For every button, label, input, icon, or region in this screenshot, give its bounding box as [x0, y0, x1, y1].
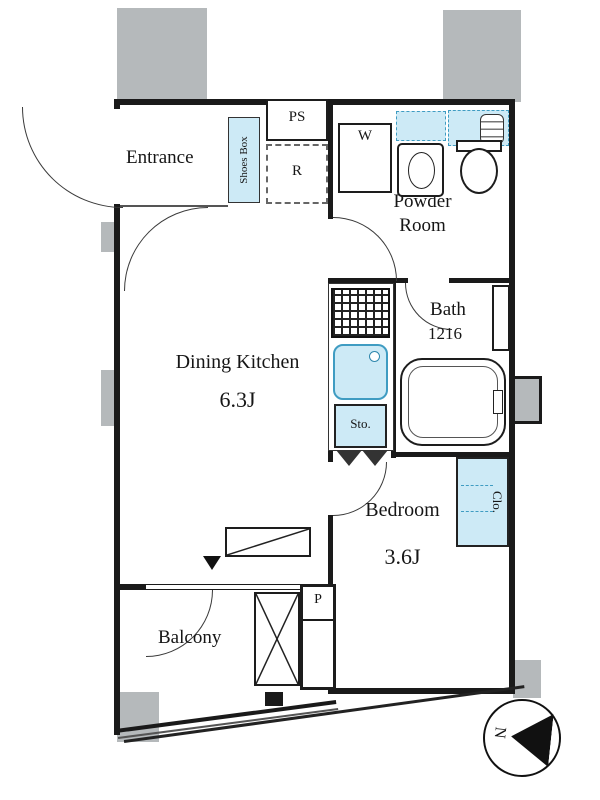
closet-dash-line	[460, 484, 494, 486]
closet-box: Clo.	[456, 457, 509, 547]
washer-label: W	[357, 128, 373, 144]
north-compass-inner: N	[481, 697, 562, 778]
refrigerator-label: R	[291, 163, 302, 179]
bathtub	[400, 358, 506, 446]
wall	[391, 452, 515, 457]
column	[101, 222, 116, 252]
dining-counter-line	[227, 529, 309, 555]
vanity-basin-icon	[408, 152, 435, 189]
pipe-space-divider	[303, 619, 333, 621]
kitchen-sink	[333, 344, 388, 400]
building-edge-line	[123, 685, 525, 743]
entrance-step-line	[120, 205, 228, 207]
bathtub-inner	[408, 366, 498, 438]
toilet-counter	[448, 110, 509, 146]
toilet-bowl-icon	[460, 148, 498, 194]
dining-kitchen-size-label: 6.3J	[219, 387, 256, 412]
ac-unit-box	[254, 592, 300, 686]
closet-label: Clo.	[490, 490, 505, 514]
column	[443, 10, 521, 102]
bath-counter	[492, 285, 510, 351]
stove-icon	[331, 288, 390, 338]
bath-label: Bath	[430, 299, 466, 320]
bedroom-label: Bedroom	[365, 499, 440, 521]
north-compass: N	[483, 699, 561, 777]
dining-kitchen-label: Dining Kitchen	[175, 351, 300, 373]
wall	[328, 448, 333, 462]
wall	[328, 99, 333, 219]
front-door-arc-icon	[22, 107, 123, 208]
column	[513, 660, 541, 698]
range-hood-triangle-icon	[203, 556, 221, 570]
shoes-box-label: Shoes Box	[238, 136, 250, 184]
closet-dash-line	[460, 510, 494, 512]
vanity-counter	[396, 111, 446, 141]
ps-box: PS	[266, 99, 328, 141]
pipe-space-box: P	[300, 584, 336, 690]
storage-label: Sto.	[350, 416, 371, 431]
window-sliding-door	[146, 584, 310, 590]
bathtub-faucet-icon	[493, 390, 503, 414]
bedroom-size-label: 3.6J	[384, 544, 421, 569]
ac-unit-cross-icon	[256, 594, 298, 684]
shoes-box: Shoes Box	[228, 117, 260, 203]
balcony-label: Balcony	[158, 627, 222, 648]
column	[101, 370, 116, 426]
washer-box: W	[338, 123, 392, 193]
north-label: N	[490, 726, 509, 740]
wall	[449, 278, 515, 283]
north-arrow-icon	[508, 710, 553, 767]
wall	[114, 99, 120, 109]
column	[117, 8, 207, 102]
wall	[328, 688, 515, 694]
storage-door-icon	[336, 450, 362, 466]
pipe-space-label: P	[314, 592, 322, 607]
vanity-cabinet	[397, 143, 444, 197]
refrigerator-box: R	[266, 144, 328, 204]
wall	[265, 692, 283, 706]
powder-room-label: Room	[399, 215, 446, 236]
storage-door-icon	[362, 450, 388, 466]
ps-label: PS	[288, 109, 306, 125]
storage-box: Sto.	[334, 404, 387, 448]
pipe-nub	[512, 376, 542, 424]
sink-faucet-icon	[369, 351, 380, 362]
dining-counter	[225, 527, 311, 557]
entry-door-arc-icon	[124, 207, 208, 291]
wall	[114, 204, 120, 590]
entrance-label: Entrance	[126, 147, 194, 168]
bath-size-label: 1216	[428, 324, 462, 343]
wall	[114, 590, 120, 735]
